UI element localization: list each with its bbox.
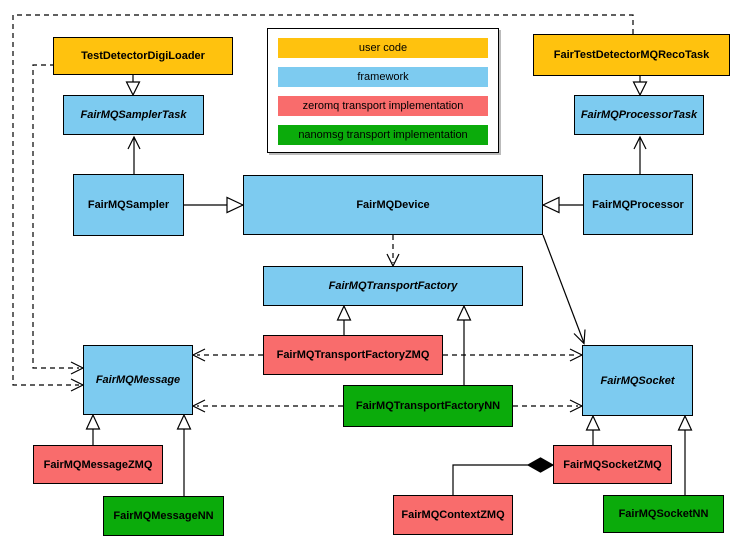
composition-diamond-icon <box>526 457 555 473</box>
node-fairmq-message-nn: FairMQMessageNN <box>103 496 224 536</box>
edge-factorynn-transportfactory <box>456 304 472 385</box>
edge-contextzmq-socketzmq <box>452 457 555 495</box>
edge-digiloader-samplertask <box>125 75 141 97</box>
node-fairmq-socket-nn: FairMQSocketNN <box>603 495 724 533</box>
node-test-detector-digi-loader: TestDetectorDigiLoader <box>53 37 233 75</box>
node-fairmq-processor: FairMQProcessor <box>583 174 693 235</box>
node-fairmq-transport-factory-zmq: FairMQTransportFactoryZMQ <box>263 335 443 375</box>
edge-factorynn-socket <box>513 399 584 413</box>
legend-item-zeromq: zeromq transport implementation <box>278 96 488 116</box>
edge-socketnn-socket <box>677 414 693 495</box>
node-fairmq-sampler: FairMQSampler <box>73 174 184 236</box>
node-fairmq-message: FairMQMessage <box>83 345 193 415</box>
edge-device-socket <box>542 234 586 345</box>
legend-item-framework: framework <box>278 67 488 87</box>
node-fairmq-transport-factory-nn: FairMQTransportFactoryNN <box>343 385 513 427</box>
edge-processor-device <box>541 196 583 214</box>
edge-messagenn-message <box>176 413 192 496</box>
edge-messagezmq-message <box>85 413 101 445</box>
legend: user code framework zeromq transport imp… <box>267 28 499 153</box>
node-fairmq-device: FairMQDevice <box>243 175 543 235</box>
edge-factoryzmq-transportfactory <box>336 304 352 335</box>
legend-item-nanomsg: nanomsg transport implementation <box>278 125 488 145</box>
edge-factoryzmq-message <box>191 348 263 362</box>
edge-socketzmq-socket <box>585 414 601 445</box>
node-fairmq-socket: FairMQSocket <box>582 345 693 416</box>
edge-sampler-device <box>184 196 245 214</box>
edge-recotask-processortask <box>632 76 648 97</box>
node-fair-test-detector-mq-reco-task: FairTestDetectorMQRecoTask <box>533 34 730 76</box>
node-fairmq-context-zmq: FairMQContextZMQ <box>393 495 513 535</box>
legend-item-user-code: user code <box>278 38 488 58</box>
node-fairmq-processor-task: FairMQProcessorTask <box>574 95 704 135</box>
edge-processor-processortask <box>633 135 647 174</box>
node-fairmq-sampler-task: FairMQSamplerTask <box>63 95 204 135</box>
node-fairmq-message-zmq: FairMQMessageZMQ <box>33 445 163 484</box>
edge-sampler-samplertask <box>127 135 141 174</box>
node-fairmq-socket-zmq: FairMQSocketZMQ <box>553 445 672 484</box>
edge-device-transportfactory <box>386 235 400 268</box>
node-fairmq-transport-factory: FairMQTransportFactory <box>263 266 523 306</box>
edge-factorynn-message <box>191 399 343 413</box>
